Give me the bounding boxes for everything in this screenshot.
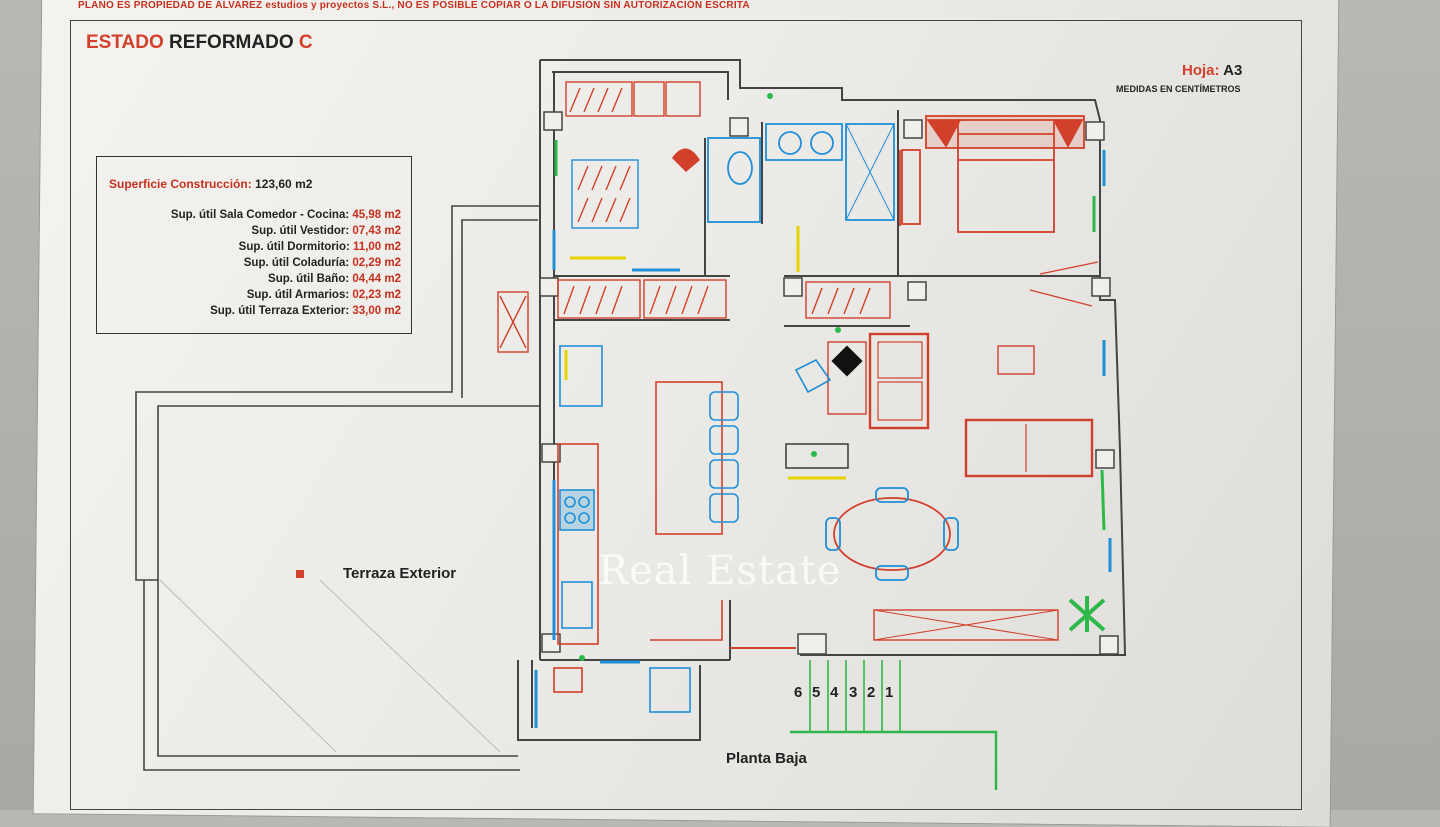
surface-total: Superficie Construcción: 123,60 m2 [109, 177, 312, 191]
kitchen-counter [553, 345, 723, 713]
terrace-outline [135, 205, 540, 771]
fixture-dot [767, 93, 773, 99]
surface-row-value: 02,29 m2 [352, 257, 401, 269]
wardrobes [497, 81, 891, 353]
sheet-value: A3 [1223, 62, 1243, 79]
kitchen-island [655, 381, 739, 535]
surface-total-label: Superficie Construcción: [109, 177, 252, 191]
terrace-label: Terraza Exterior [343, 565, 457, 582]
stair-step-number: 3 [849, 684, 858, 701]
bathroom-fixtures [707, 123, 895, 223]
surface-row-label: Sup. útil Baño: [268, 273, 350, 285]
surface-row: Sup. útil Dormitorio: 11,00 m2 [239, 241, 401, 253]
surface-row-value: 33,00 m2 [352, 305, 401, 317]
fixture-dot [579, 655, 585, 661]
surface-row-value: 04,44 m2 [352, 273, 401, 285]
surface-total-value: 123,60 m2 [255, 177, 313, 191]
living-furniture [827, 332, 1094, 641]
copyright-notice: PLANO ES PROPIEDAD DE ÁLVAREZ estudios y… [78, 0, 750, 11]
door-swing-marker [672, 148, 700, 172]
surface-row: Sup. útil Baño: 04,44 m2 [268, 273, 401, 285]
sheet-label: Hoja: [1182, 62, 1220, 79]
surface-row-label: Sup. útil Armarios: [246, 289, 350, 301]
title-prefix: ESTADO [86, 32, 164, 53]
surface-row: Sup. útil Terraza Exterior: 33,00 m2 [210, 305, 401, 317]
entrance-stairs [790, 660, 998, 790]
stair-step-number: 4 [830, 684, 839, 701]
floor-plan [135, 59, 1127, 790]
sheet-info: Hoja: A3 [1182, 62, 1242, 79]
surface-row-label: Sup. útil Coladuría: [243, 257, 350, 269]
surface-row-value: 11,00 m2 [353, 241, 401, 253]
surface-row-value: 02,23 m2 [352, 289, 401, 301]
surface-row-label: Sup. útil Terraza Exterior: [210, 305, 350, 317]
watermark-text: Real Estate [598, 548, 842, 594]
surface-row-value: 07,43 m2 [352, 225, 401, 237]
stair-step-number: 2 [867, 684, 876, 701]
tv-unit [785, 345, 863, 469]
surface-row-label: Sup. útil Dormitorio: [238, 241, 350, 253]
stair-step-number: 1 [885, 684, 894, 701]
surface-row: Sup. útil Vestidor: 07,43 m2 [251, 225, 401, 237]
window-marks [534, 140, 1112, 728]
dining-set [825, 487, 959, 581]
surface-row: Sup. útil Sala Comedor - Cocina: 45,98 m… [171, 209, 401, 221]
units-note: MEDIDAS EN CENTÍMETROS [1116, 84, 1241, 94]
surface-row-label: Sup. útil Sala Comedor - Cocina: [170, 209, 350, 221]
surface-row: Sup. útil Armarios: 02,23 m2 [247, 289, 401, 301]
fixture-dot [811, 451, 817, 457]
surface-row-label: Sup. útil Vestidor: [251, 225, 350, 237]
drawing-title: ESTADO REFORMADO C [86, 32, 313, 54]
stair-step-number: 5 [812, 684, 821, 701]
surface-table: Superficie Construcción: 123,60 m2 Sup. … [96, 156, 412, 334]
terrace-marker [296, 570, 304, 578]
title-main: REFORMADO [169, 32, 294, 53]
bedroom-furniture [899, 115, 1099, 307]
surface-row-value: 45,98 m2 [352, 209, 401, 221]
fixture-dot [835, 327, 841, 333]
surface-row: Sup. útil Coladuría: 02,29 m2 [244, 257, 401, 269]
title-suffix: C [298, 32, 313, 53]
stair-step-number: 6 [794, 684, 803, 701]
floor-label: Planta Baja [726, 750, 807, 767]
plant-icon [1068, 596, 1106, 632]
